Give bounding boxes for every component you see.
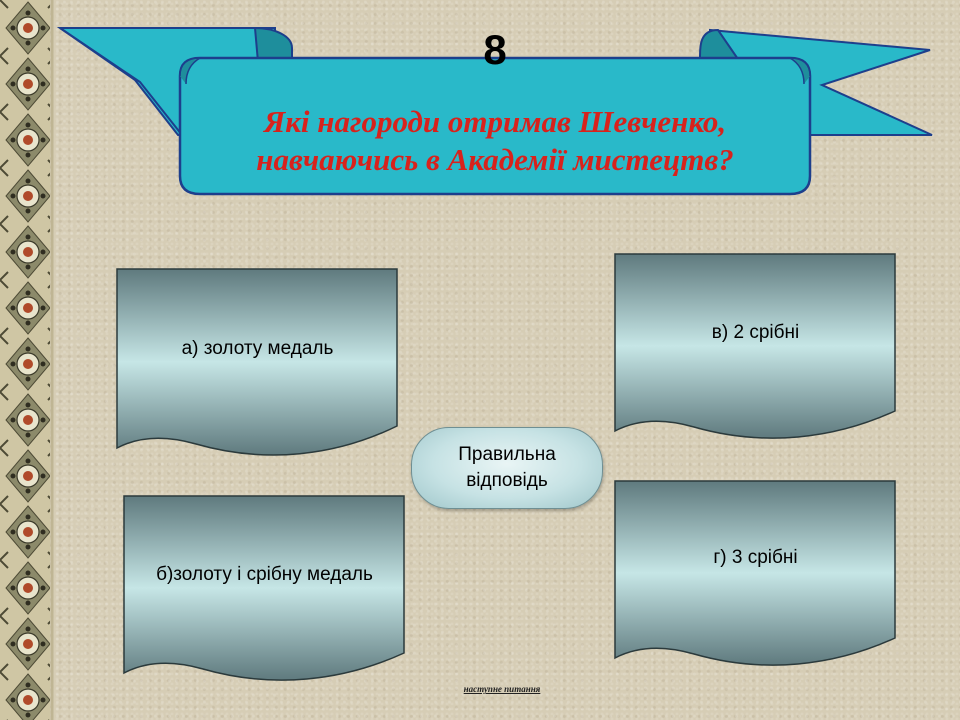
option-d-label: г) 3 срібні bbox=[713, 547, 798, 568]
option-c-label: в) 2 срібні bbox=[711, 322, 800, 343]
correct-answer-line-1: Правильна bbox=[458, 444, 556, 465]
document-shape bbox=[116, 268, 398, 456]
option-b-label: б)золоту і срібну медаль bbox=[156, 564, 373, 585]
next-question-link[interactable]: наступне питання bbox=[463, 684, 541, 694]
question-line-2: навчаючись в Академії мистецтв? bbox=[256, 142, 734, 177]
document-shape bbox=[614, 253, 896, 439]
question-banner bbox=[56, 26, 933, 196]
question-text: Які нагороди отримав Шевченко, навчаючис… bbox=[185, 103, 805, 179]
document-shape bbox=[123, 495, 405, 681]
correct-answer-button[interactable]: Правильна відповідь bbox=[411, 427, 603, 509]
document-shape bbox=[614, 480, 896, 666]
question-line-1: Які нагороди отримав Шевченко, bbox=[263, 104, 727, 139]
ornament-border bbox=[0, 0, 54, 720]
question-number: 8 bbox=[483, 26, 507, 73]
option-c-card[interactable]: в) 2 срібні bbox=[614, 253, 897, 441]
option-d-card[interactable]: г) 3 срібні bbox=[614, 480, 897, 668]
option-b-card[interactable]: б)золоту і срібну медаль bbox=[123, 495, 406, 683]
correct-answer-line-2: відповідь bbox=[466, 470, 548, 491]
option-a-label: а) золоту медаль bbox=[181, 338, 334, 359]
option-a-card[interactable]: а) золоту медаль bbox=[116, 268, 399, 458]
